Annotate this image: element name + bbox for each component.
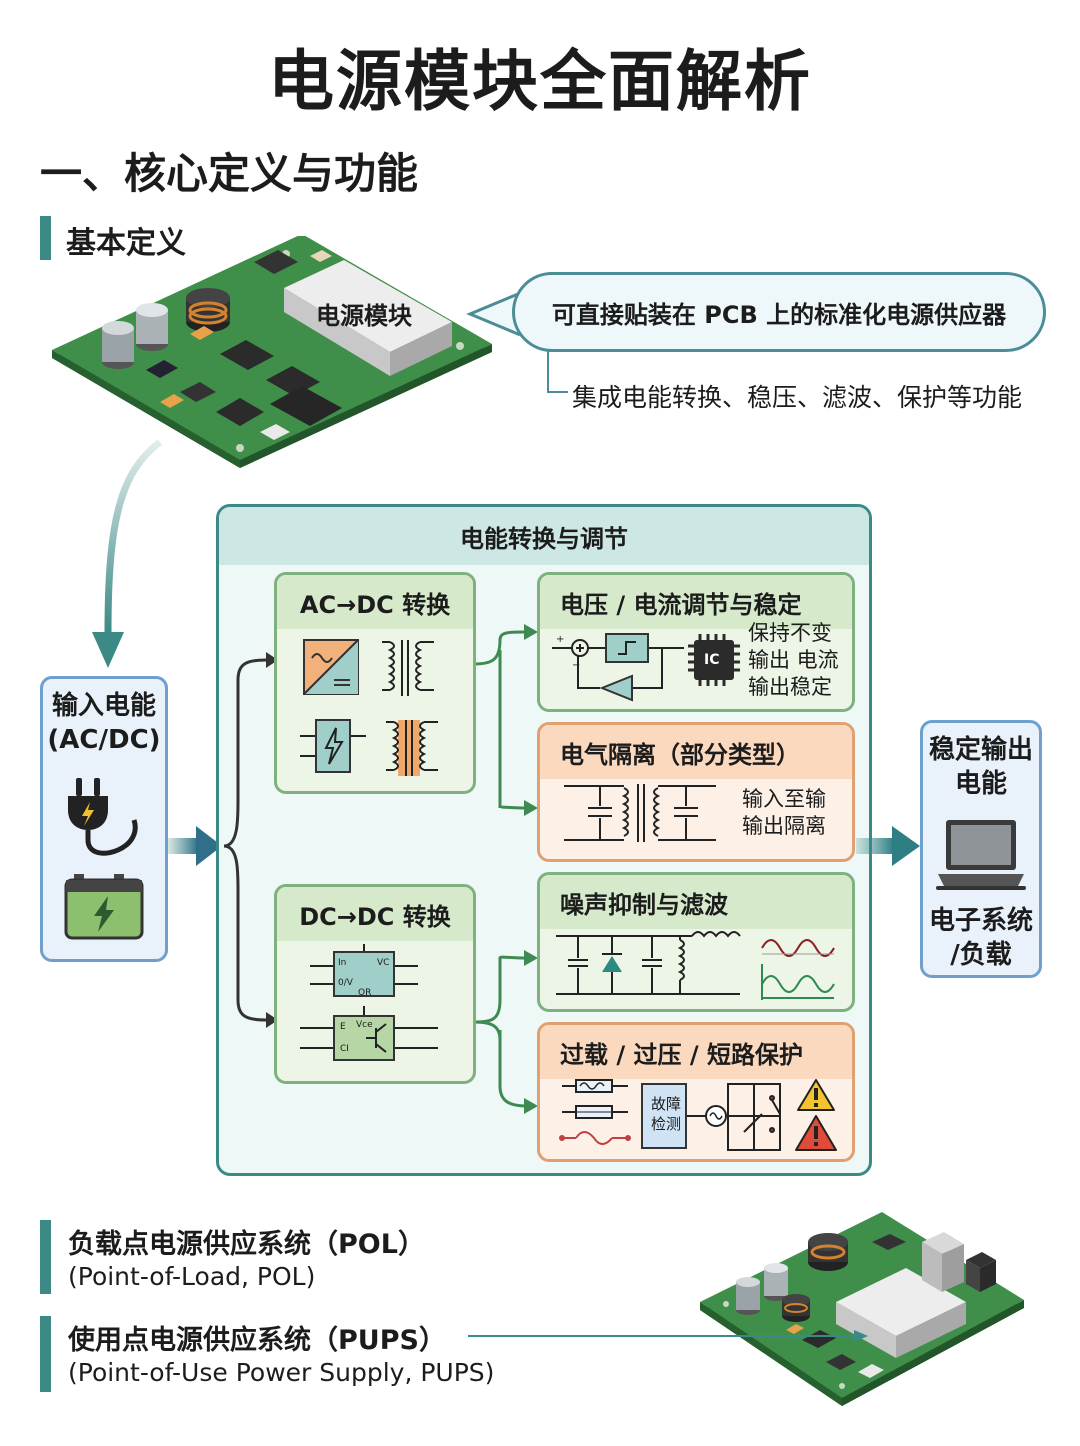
functions-note: 集成电能转换、稳压、滤波、保护等功能 xyxy=(572,383,1023,412)
isolation-symbols xyxy=(564,784,716,842)
chip1-ov: 0/V xyxy=(338,978,353,988)
acdc-converter-icon xyxy=(303,639,359,695)
fault-detect-label-1: 故障 xyxy=(650,1095,681,1113)
dcdc-symbols xyxy=(300,944,438,1061)
protection-symbols xyxy=(559,1079,837,1151)
section-heading: 一、核心定义与功能 xyxy=(40,149,419,198)
output-title-2: 电能 xyxy=(954,769,1007,799)
dcdc-title: DC→DC 转换 xyxy=(277,887,473,941)
laptop-icon xyxy=(936,820,1026,890)
isolation-title: 电气隔离（部分类型） xyxy=(540,725,852,779)
transformer-orange-icon xyxy=(386,720,438,776)
flow-arrow-down xyxy=(92,439,163,668)
pol-subtitle: (Point-of-Load, POL) xyxy=(68,1262,316,1291)
pups-connector xyxy=(468,1335,708,1337)
regulation-symbols: + − xyxy=(552,633,740,702)
module-label: 电源模块 xyxy=(316,302,412,330)
input-title-1: 输入电能 xyxy=(51,691,156,721)
definition-bubble: 可直接贴装在 PCB 上的标准化电源供应器 xyxy=(512,272,1046,352)
input-icons xyxy=(64,778,144,940)
ic-chip-icon xyxy=(688,634,740,686)
pups-marker xyxy=(40,1316,51,1392)
ic-label: IC xyxy=(704,652,720,668)
transformer-icon xyxy=(382,640,434,696)
pcb-bottom-illustration xyxy=(696,1212,1024,1406)
svg-text:−: − xyxy=(572,660,580,671)
filter-box: 噪声抑制与滤波 xyxy=(537,872,855,1012)
isolation-notes: 输入至输 输出隔离 xyxy=(742,786,826,840)
chip1-vc: VC xyxy=(377,958,390,968)
definition-text: 可直接贴装在 PCB 上的标准化电源供应器 xyxy=(551,300,1007,329)
isolation-box: 电气隔离（部分类型） xyxy=(537,722,855,862)
switch-icon xyxy=(769,1095,781,1133)
acdc-symbols xyxy=(300,639,438,776)
page-title: 电源模块全面解析 xyxy=(268,43,812,120)
acdc-box: AC→DC 转换 xyxy=(274,572,476,794)
fault-detect-block xyxy=(641,1083,687,1149)
chip2-vce: Vce xyxy=(356,1020,373,1030)
acdc-title: AC→DC 转换 xyxy=(277,575,473,629)
panel-title: 电能转换与调节 xyxy=(219,507,869,565)
bubble-connector xyxy=(547,350,568,393)
branch-lines xyxy=(223,624,538,1114)
dcdc-chip-1 xyxy=(333,951,395,997)
regulation-note-2: 输出 电流 xyxy=(748,648,839,672)
pcb-module-illustration xyxy=(52,236,492,468)
isolation-note-2: 输出隔离 xyxy=(742,814,826,838)
dcdc-chip-2 xyxy=(333,1015,395,1061)
chip2-ci: CI xyxy=(340,1044,349,1054)
flow-arrow-in xyxy=(168,826,222,866)
battery-icon xyxy=(64,874,144,940)
chip1-in: In xyxy=(338,958,347,968)
basic-definition-heading: 基本定义 xyxy=(66,226,186,261)
plug-icon xyxy=(68,778,138,856)
chip2-e: E xyxy=(340,1022,346,1032)
ac-source-icon xyxy=(705,1105,727,1127)
filter-symbols xyxy=(556,931,835,1000)
warning-icon xyxy=(797,1079,835,1111)
regulation-note-1: 保持不变 xyxy=(748,621,832,645)
regulation-note-3: 输出稳定 xyxy=(748,675,832,699)
chip1-or: OR xyxy=(358,988,372,998)
danger-icon xyxy=(795,1115,837,1151)
output-title-1: 稳定输出 xyxy=(928,735,1033,765)
isolation-note-1: 输入至输 xyxy=(742,787,826,811)
flow-arrow-out xyxy=(856,826,920,866)
fault-detect-label: 故障 检测 xyxy=(649,1094,683,1134)
svg-text:+: + xyxy=(556,634,564,645)
pol-title: 负载点电源供应系统（POL） xyxy=(68,1229,425,1260)
protection-title: 过载 / 过压 / 短路保护 xyxy=(540,1025,852,1079)
output-sub-1: 电子系统 xyxy=(928,906,1033,936)
pol-marker xyxy=(40,1220,51,1294)
regulation-title: 电压 / 电流调节与稳定 xyxy=(540,575,852,629)
pups-title: 使用点电源供应系统（PUPS） xyxy=(68,1325,446,1356)
output-sub-2: /负载 xyxy=(950,940,1012,970)
input-title-2: (AC/DC) xyxy=(47,725,161,755)
filter-title: 噪声抑制与滤波 xyxy=(540,875,852,929)
rectifier-icon xyxy=(300,719,366,773)
section-marker xyxy=(40,216,51,260)
pups-subtitle: (Point-of-Use Power Supply, PUPS) xyxy=(68,1358,495,1387)
regulation-notes: 保持不变 输出 电流 输出稳定 xyxy=(748,620,839,701)
fault-detect-label-2: 检测 xyxy=(650,1115,681,1133)
